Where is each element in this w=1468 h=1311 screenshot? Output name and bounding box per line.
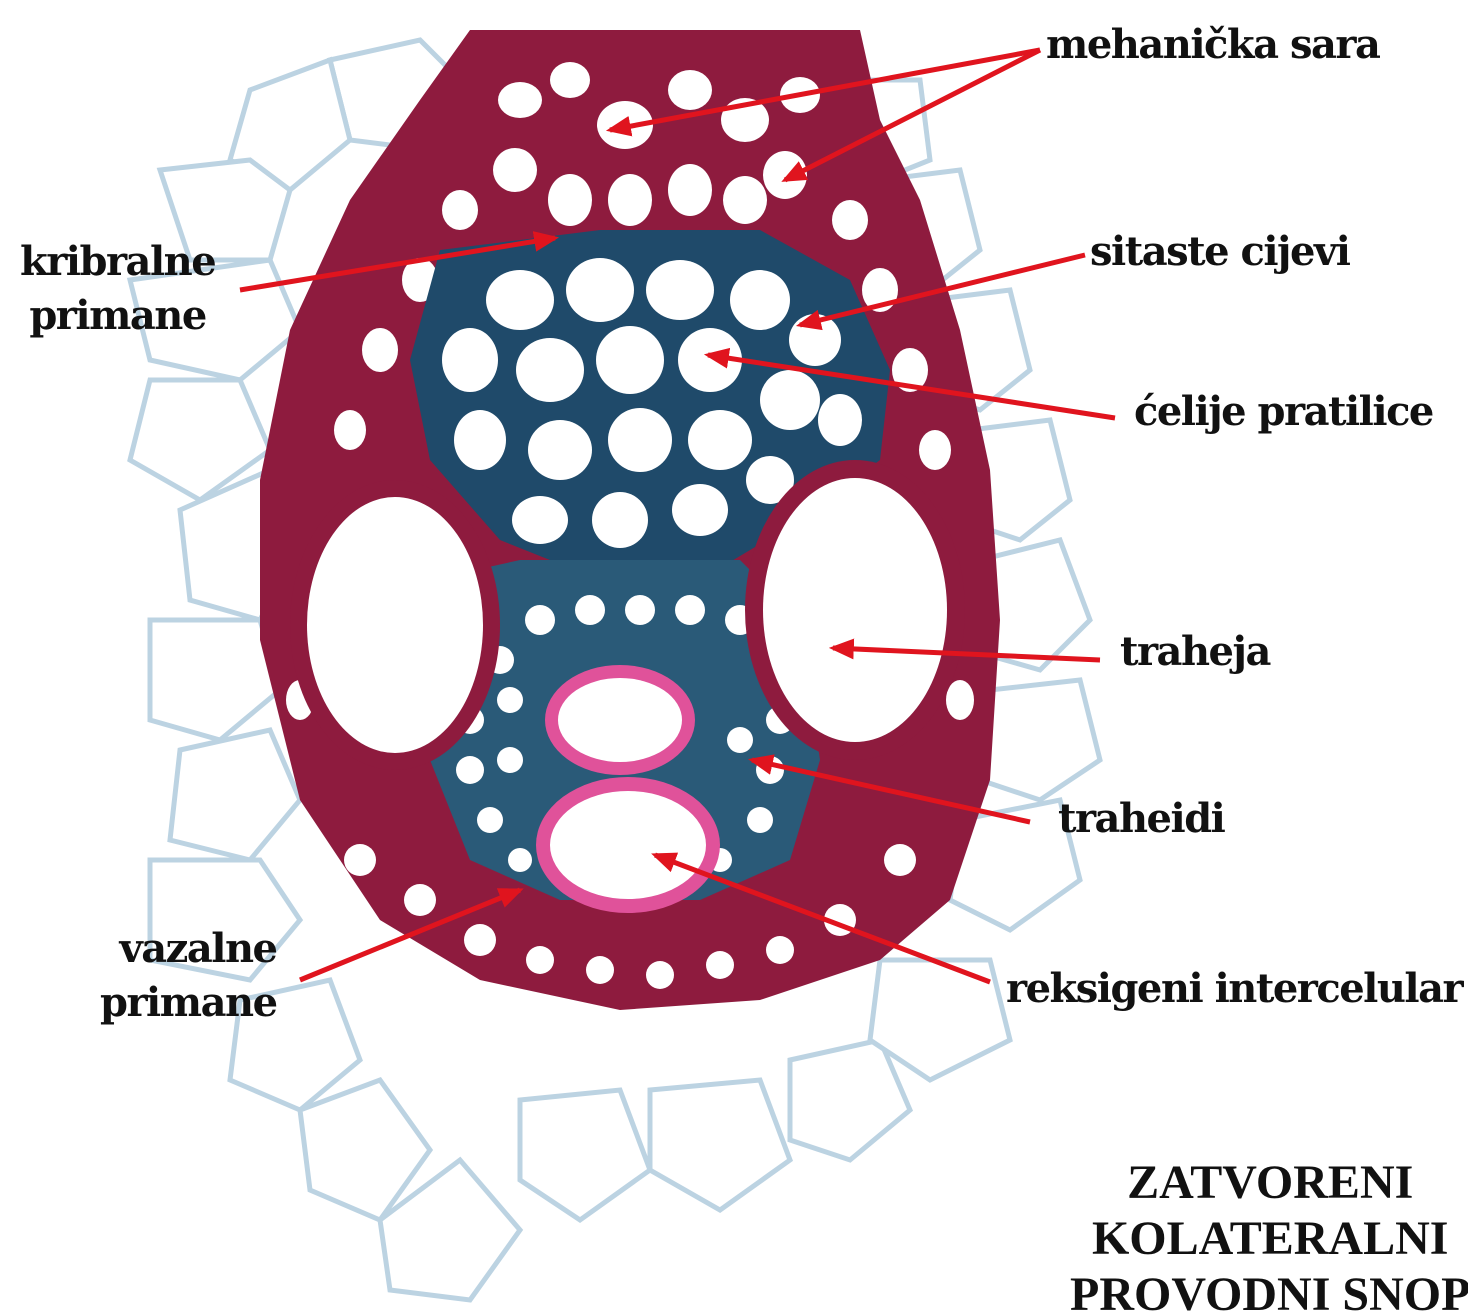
- bundle-title: ZATVORENI KOLATERALNI PROVODNI SNOP: [1070, 1155, 1468, 1311]
- label-kribralne-line2: primane: [20, 289, 215, 343]
- title-line1: ZATVORENI: [1070, 1155, 1468, 1211]
- label-kribralne-primane: kribralne primane: [20, 235, 215, 343]
- label-mehanicka-sara: mehanička sara: [1046, 18, 1379, 72]
- title-clip: ZATVORENI KOLATERALNI PROVODNI SNOP: [1040, 1140, 1468, 1311]
- title-line3: PROVODNI SNOP: [1070, 1267, 1468, 1311]
- label-vazalne-primane: vazalne primane: [100, 922, 277, 1030]
- label-kribralne-line1: kribralne: [20, 235, 215, 289]
- label-sitaste-cijevi: sitaste cijevi: [1090, 225, 1349, 279]
- label-celije-pratilice: ćelije pratilice: [1134, 385, 1433, 439]
- label-reksigeni-intercelular: reksigeni intercelular: [1006, 962, 1462, 1016]
- title-line2: KOLATERALNI: [1070, 1211, 1468, 1267]
- label-vazalne-line2: primane: [100, 976, 277, 1030]
- label-traheja: traheja: [1120, 625, 1270, 679]
- label-vazalne-line1: vazalne: [100, 922, 277, 976]
- label-traheidi: traheidi: [1058, 792, 1224, 846]
